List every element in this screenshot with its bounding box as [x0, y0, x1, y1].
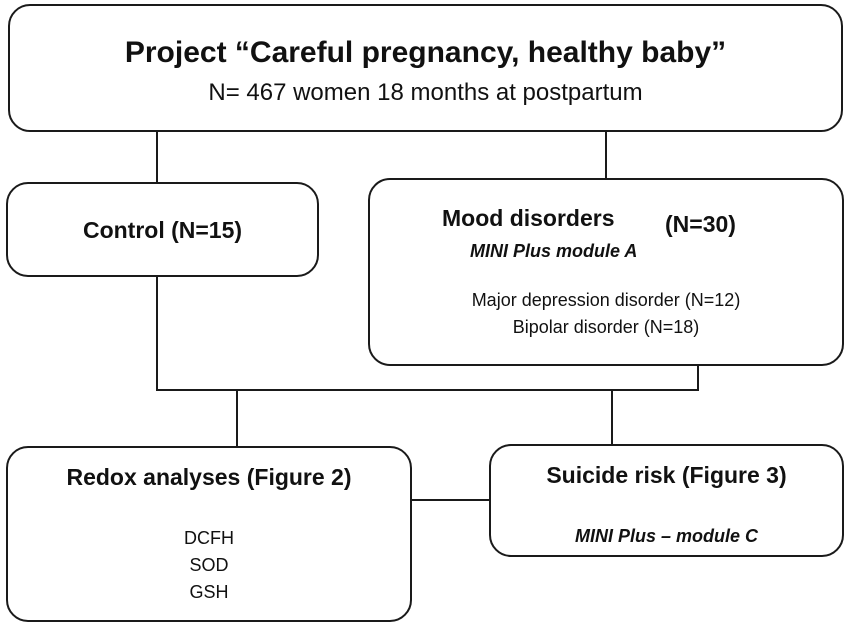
control-label: Control (N=15) — [82, 217, 243, 243]
redox-item-gsh: GSH — [189, 582, 229, 602]
redox-box: Redox analyses (Figure 2) DCFH SOD GSH — [6, 446, 412, 622]
mood-item-major-depression: Major depression disorder (N=12) — [471, 290, 741, 310]
mood-disorders-box: Mood disorders (N=30) MINI Plus module A… — [368, 178, 844, 366]
suicide-title: Suicide risk (Figure 3) — [546, 462, 787, 488]
mood-instrument: MINI Plus module A — [470, 241, 638, 261]
project-box: Project “Careful pregnancy, healthy baby… — [8, 4, 843, 132]
mood-item-bipolar: Bipolar disorder (N=18) — [512, 317, 700, 337]
suicide-risk-box: Suicide risk (Figure 3) MINI Plus – modu… — [489, 444, 844, 557]
project-subtitle: N= 467 women 18 months at postpartum — [208, 79, 643, 106]
redox-item-dcfh: DCFH — [184, 528, 234, 548]
mood-title: Mood disorders — [442, 205, 615, 231]
suicide-instrument: MINI Plus – module C — [574, 526, 759, 546]
mood-count: (N=30) — [665, 211, 736, 237]
redox-title: Redox analyses (Figure 2) — [66, 464, 352, 490]
project-title: Project “Careful pregnancy, healthy baby… — [124, 36, 727, 69]
control-box: Control (N=15) — [6, 182, 319, 277]
redox-item-sod: SOD — [189, 555, 229, 575]
connector-merge — [156, 276, 699, 391]
